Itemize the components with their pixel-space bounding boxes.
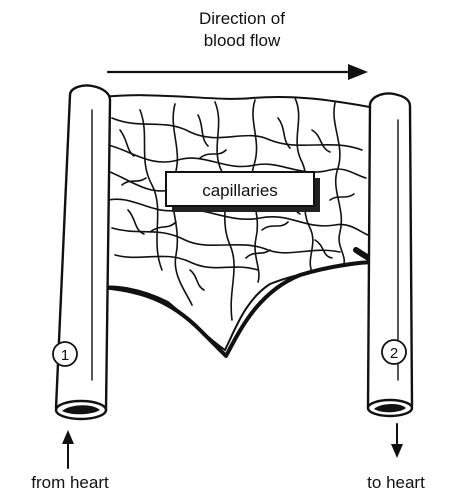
capillary-bed — [93, 94, 379, 358]
vessel-2-marker: 2 — [381, 339, 407, 365]
from-heart-arrow — [62, 430, 74, 469]
flow-label-line2: blood flow — [204, 31, 281, 50]
vessel-1-marker: 1 — [52, 341, 78, 367]
vessel-from-heart — [54, 84, 112, 421]
to-heart-arrow — [391, 423, 403, 458]
flow-label-line1: Direction of — [199, 9, 285, 28]
vessel-1-number: 1 — [61, 347, 69, 364]
vessel-to-heart — [366, 92, 414, 418]
capillaries-label: capillaries — [202, 181, 278, 200]
flow-direction-arrow — [106, 64, 368, 80]
to-heart-label: to heart — [367, 473, 425, 492]
vessel-2-number: 2 — [390, 345, 398, 362]
from-heart-label: from heart — [31, 473, 109, 492]
capillaries-label-box: capillaries — [165, 171, 320, 212]
